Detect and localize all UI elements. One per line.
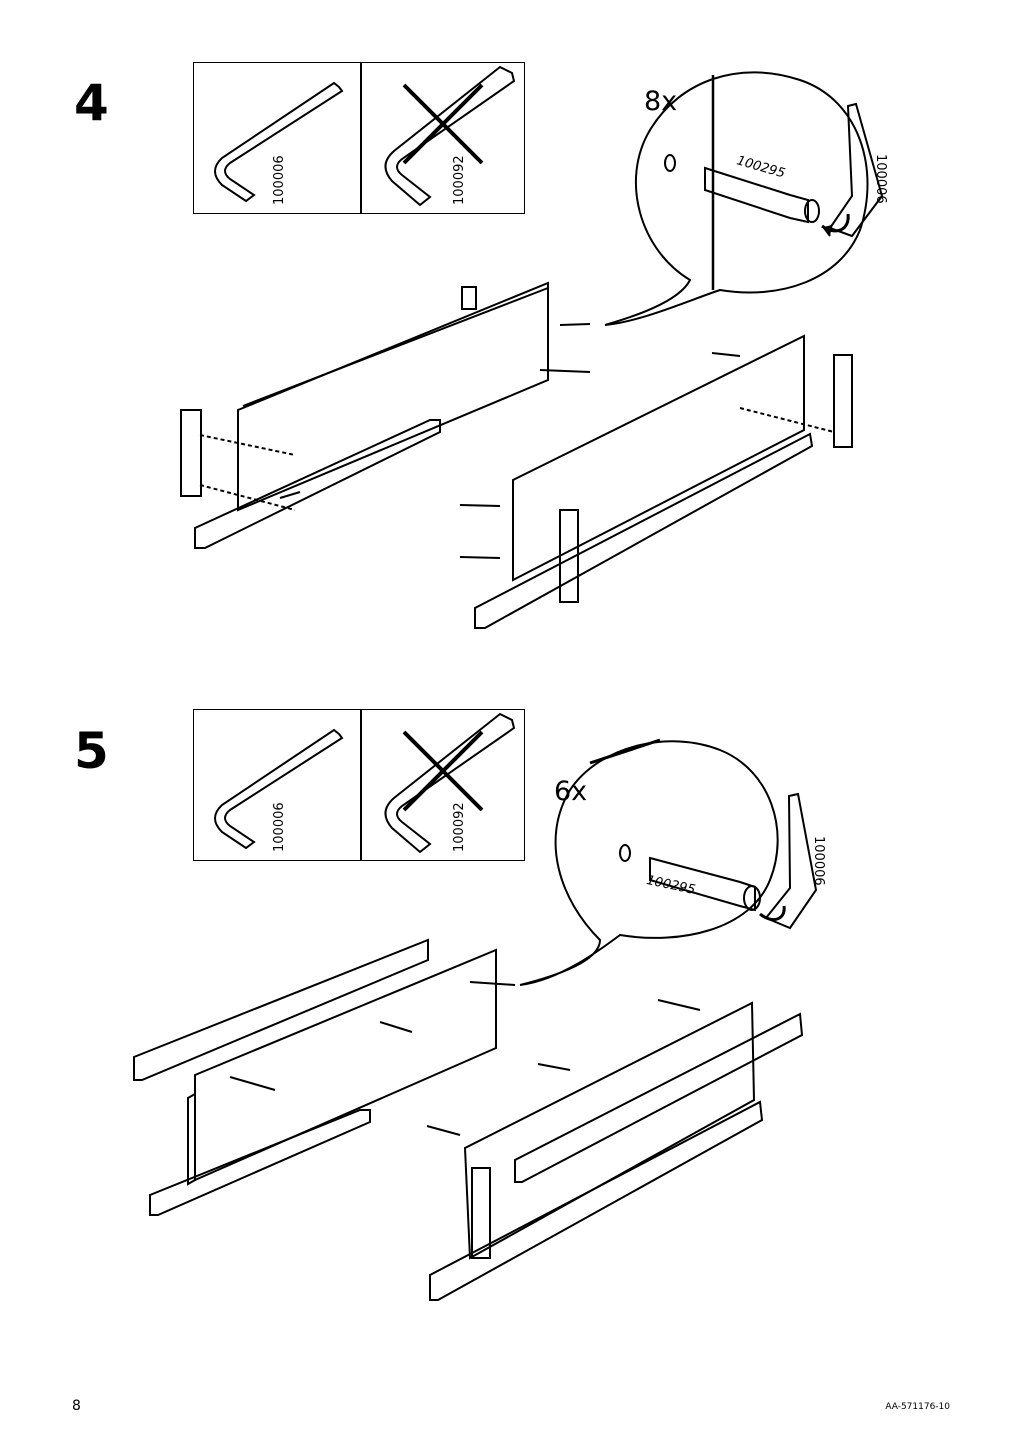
step-4-right-frame — [459, 334, 853, 629]
tool-panel-divider — [360, 63, 362, 213]
step-5-number: 5 — [74, 722, 109, 780]
step-5-left-frame — [133, 938, 516, 1216]
allen-key-icon — [214, 81, 344, 203]
page-number: 8 — [72, 1398, 81, 1414]
step-5-tool-panel: 100006 100092 — [193, 709, 525, 861]
step-5-detail-callout — [519, 738, 818, 986]
tool-panel-art — [214, 65, 516, 207]
rotate-arrow-icon — [821, 213, 850, 237]
dowel-screw-icon — [619, 844, 761, 912]
step-5-right-frame — [426, 999, 804, 1301]
rotate-arrow-icon — [759, 905, 786, 922]
dowel-screw-icon — [664, 154, 820, 224]
step-4-tool-panel: 100006 100092 — [193, 62, 525, 214]
step-5-quantity: 6x — [554, 776, 588, 807]
forbidden-x-icon — [402, 730, 484, 812]
allen-key-wrong-icon — [384, 712, 516, 854]
allen-key-wrong-icon — [384, 65, 516, 207]
step-4-quantity: 8x — [644, 86, 678, 117]
step-4-left-frame — [180, 281, 591, 549]
forbidden-x-icon — [402, 83, 484, 165]
allen-key-icon — [214, 728, 344, 850]
tool-panel-art — [214, 712, 516, 854]
allen-key-icon — [828, 102, 884, 238]
document-reference: AA-571176-10 — [885, 1402, 950, 1412]
allen-key-icon — [764, 792, 818, 930]
tool-panel-divider — [360, 710, 362, 860]
step-4-number: 4 — [74, 74, 109, 132]
step-4-detail-callout — [604, 71, 884, 326]
